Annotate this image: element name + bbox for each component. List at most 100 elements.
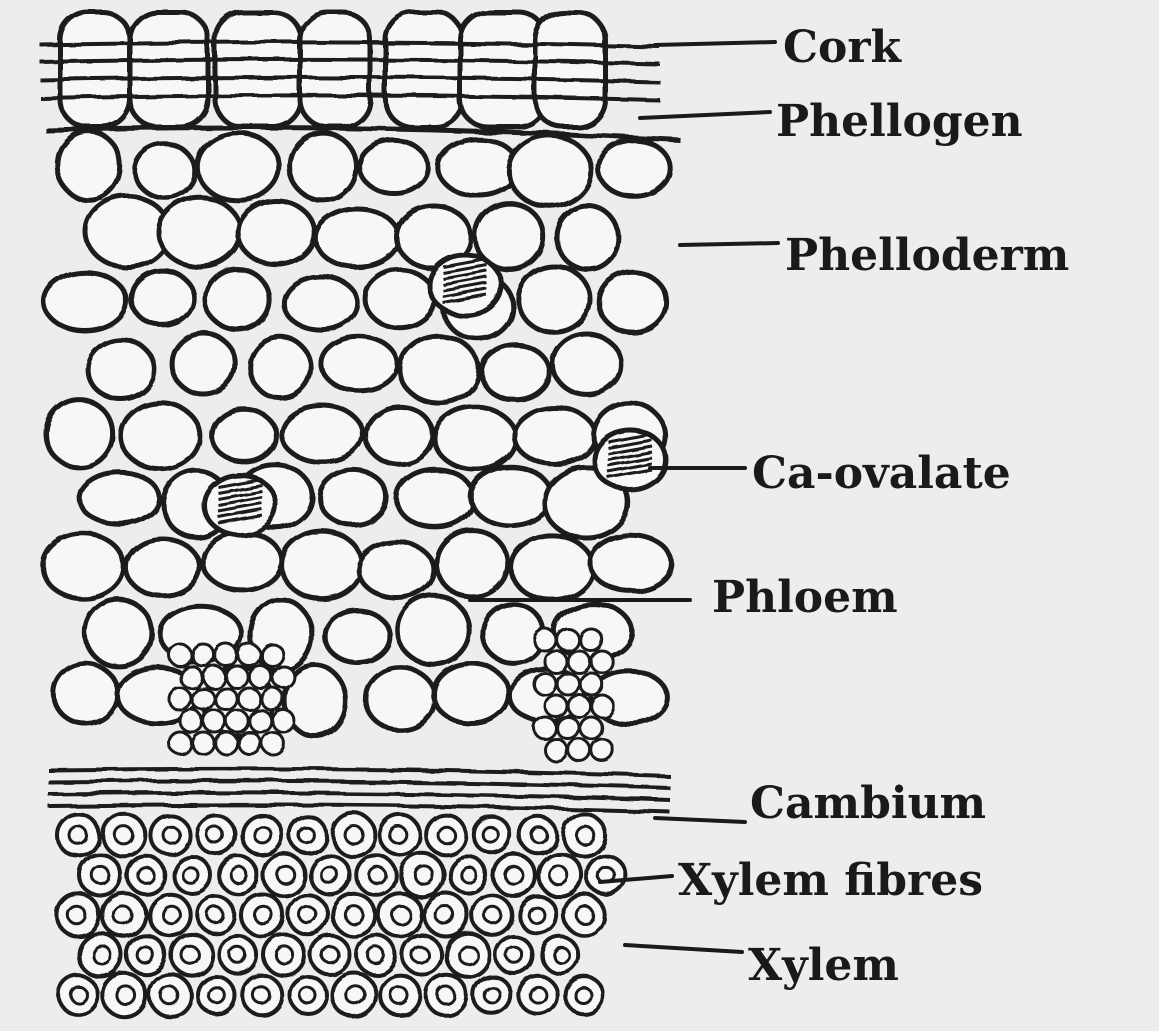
xylem-cell: [149, 974, 191, 1016]
xylem-cell: [519, 896, 556, 933]
sieve-cell: [545, 739, 567, 761]
xylem-cell: [242, 815, 282, 855]
xylem-cell: [380, 975, 420, 1015]
xylem-cell: [288, 895, 327, 934]
sieve-cell: [238, 644, 260, 666]
cambium-line: [48, 781, 670, 788]
xylem-cell: [473, 976, 511, 1014]
parenchyma-cell: [434, 664, 509, 724]
cambium-line: [48, 769, 670, 776]
xylem-cell: [380, 815, 420, 855]
parenchyma-cell: [438, 139, 519, 195]
xylem-cell: [496, 937, 533, 974]
sieve-cell: [238, 732, 260, 754]
sieve-cell: [192, 644, 214, 666]
xylem-cell: [426, 815, 466, 855]
xylem-cell: [197, 816, 235, 854]
sieve-cell: [203, 666, 225, 688]
parenchyma-cell: [54, 664, 118, 724]
label-ca-ovalate: Ca-ovalate: [752, 448, 1011, 499]
xylem-cell: [57, 894, 99, 936]
leader-line-phellogen: [640, 112, 770, 118]
label-cork: Cork: [783, 22, 903, 73]
xylem-cell: [333, 814, 376, 857]
xylem-cell: [198, 897, 235, 934]
xylem-cell: [565, 976, 603, 1014]
xylem-cell: [290, 817, 327, 854]
sieve-cell: [591, 739, 613, 761]
sieve-cell: [580, 673, 602, 695]
sieve-cell: [249, 710, 271, 732]
xylem-cell: [474, 817, 510, 853]
parenchyma-cell: [203, 532, 282, 590]
xylem-cell: [400, 853, 443, 896]
xylem-cell: [127, 856, 165, 894]
parenchyma-cell: [79, 472, 159, 524]
xylem-cell: [59, 976, 98, 1015]
xylem-cell: [426, 975, 467, 1016]
parenchyma-cell: [397, 595, 469, 664]
sieve-cell: [180, 666, 202, 688]
sieve-cell: [238, 688, 260, 710]
parenchyma-cell: [238, 201, 315, 265]
xylem-cell: [241, 894, 283, 936]
cork-cell: [130, 12, 208, 127]
cork-cell: [215, 12, 301, 127]
parenchyma-cell: [511, 536, 593, 600]
xylem-cell: [450, 857, 486, 893]
xylem-cell: [542, 937, 578, 973]
cambium-line: [48, 805, 670, 812]
sieve-cell: [192, 732, 214, 754]
cell-layers: [40, 12, 680, 1017]
sieve-cell: [568, 651, 590, 673]
parenchyma-cell: [85, 600, 152, 667]
parenchyma-cell: [197, 133, 279, 201]
xylem-cell: [519, 976, 557, 1014]
cork-cell: [60, 12, 130, 127]
parenchyma-cell: [397, 469, 474, 527]
parenchyma-cell: [359, 542, 434, 597]
parenchyma-cell: [365, 270, 435, 328]
cork-cell: [300, 12, 370, 127]
parenchyma-cell: [360, 140, 428, 193]
xylem-cell: [198, 977, 235, 1014]
xylem-cell: [219, 856, 257, 894]
label-cambium: Cambium: [750, 778, 986, 829]
parenchyma-cell: [159, 197, 241, 267]
parenchyma-cell: [320, 470, 387, 525]
sieve-cell: [272, 710, 294, 732]
xylem-cell: [57, 814, 99, 856]
xylem-cell: [564, 895, 604, 935]
sieve-cell: [169, 688, 191, 710]
parenchyma-cell: [283, 276, 357, 330]
label-xylem: Xylem: [748, 940, 899, 991]
sieve-cell: [180, 710, 202, 732]
sieve-cell: [261, 688, 283, 710]
leader-line-cambium: [655, 818, 745, 822]
sieve-cell: [580, 717, 602, 739]
xylem-cell: [80, 855, 121, 896]
parenchyma-cell: [325, 610, 390, 662]
sieve-cell: [534, 717, 556, 739]
parenchyma-cell: [470, 467, 551, 526]
parenchyma-cell: [212, 409, 276, 462]
parenchyma-cell: [366, 406, 433, 464]
parenchyma-cell: [509, 136, 591, 207]
xylem-cell: [103, 814, 146, 857]
parenchyma-cell: [46, 400, 113, 468]
xylem-cell: [171, 934, 212, 975]
sieve-cell: [591, 651, 613, 673]
leader-line-xylem: [625, 945, 742, 952]
xylem-cell: [219, 936, 256, 973]
sieve-cell: [261, 644, 283, 666]
cambium-line: [48, 793, 670, 800]
parenchyma-cell: [135, 144, 195, 197]
parenchyma-cell: [366, 668, 435, 731]
parenchyma-cell: [121, 403, 200, 469]
leader-line-phelloderm: [680, 243, 778, 245]
parenchyma-cell: [518, 266, 590, 332]
xylem-cell: [264, 935, 305, 976]
sieve-cell: [545, 695, 567, 717]
